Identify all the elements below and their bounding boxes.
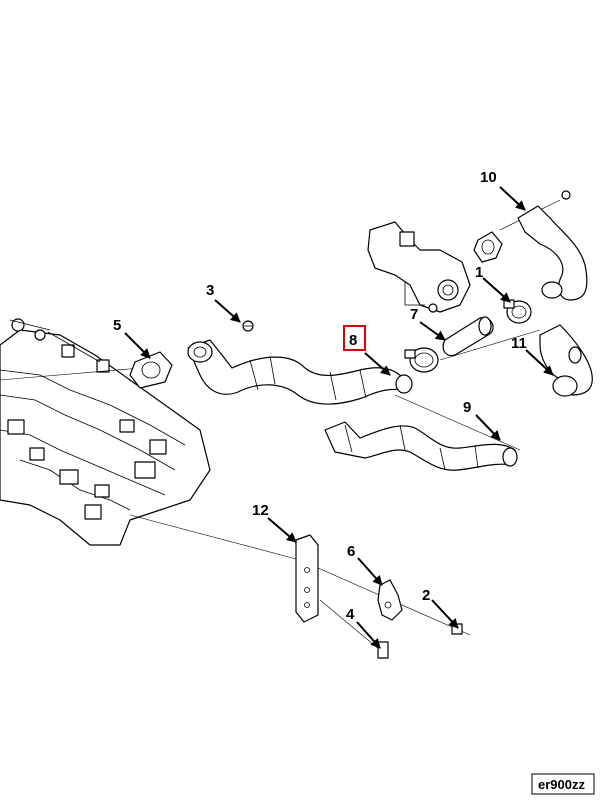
callout-10: 10 (480, 169, 497, 186)
callout-9: 9 (463, 399, 471, 416)
thermostat-housing (367, 221, 471, 313)
callout-4: 4 (346, 606, 355, 623)
callout-12: 12 (252, 502, 269, 519)
part-9-coolant-pipe (324, 421, 518, 471)
part-6-bracket (377, 579, 403, 621)
part-1-clamp (503, 299, 532, 324)
part-12-bracket (295, 534, 319, 623)
part-8-coolant-pipe (187, 339, 413, 405)
reference-code: er900zz (538, 777, 585, 792)
hose-clamp (404, 347, 439, 373)
callout-labels: 1 2 3 4 5 6 7 8 9 10 11 12 (113, 169, 527, 623)
engine-block (0, 318, 211, 546)
callout-3: 3 (206, 282, 214, 299)
callout-11: 11 (511, 335, 527, 352)
callout-7: 7 (410, 306, 418, 323)
callout-6: 6 (347, 543, 355, 560)
reference-code-box: er900zz (531, 773, 595, 795)
part-3-bolt (242, 320, 254, 332)
callout-5: 5 (113, 317, 121, 334)
part-4-bolt (377, 641, 389, 659)
callout-1: 1 (475, 264, 483, 281)
part-11-elbow-pipe (517, 205, 593, 397)
callout-arrows (124, 186, 554, 649)
callout-8: 8 (349, 332, 357, 349)
part-5-gasket (129, 351, 173, 389)
callout-8-highlighted: 8 (343, 325, 366, 351)
part-7-sleeve (442, 316, 494, 357)
callout-2: 2 (422, 587, 430, 604)
part-10-gasket (473, 190, 571, 263)
